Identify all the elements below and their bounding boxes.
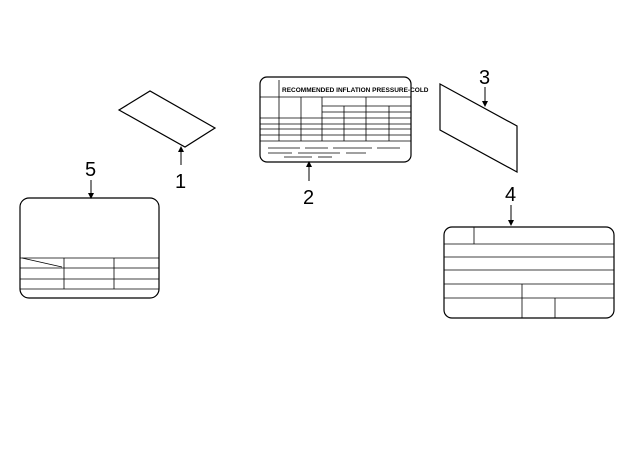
part-4-label: 4 [443,184,615,319]
callout-2-number: 2 [303,187,314,209]
part-5-label: 5 [19,159,160,299]
part-2-tire-pressure-label: RECOMMENDED INFLATION PRESSURE-COLD 2 [259,76,429,209]
callout-1-number: 1 [175,171,186,193]
callout-4-number: 4 [505,184,516,206]
callout-3-number: 3 [479,67,490,89]
part-1-label: 1 [117,90,217,193]
callout-5-number: 5 [85,159,96,181]
part-3-label: 3 [439,67,518,174]
tire-label-heading: RECOMMENDED INFLATION PRESSURE-COLD [282,87,429,94]
